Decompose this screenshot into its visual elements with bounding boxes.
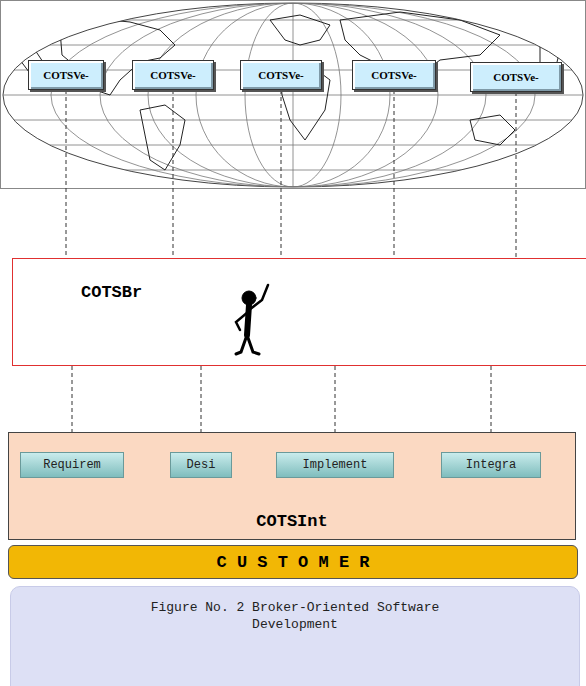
dashed-connector (516, 92, 517, 258)
node-label: COTSBr (81, 283, 142, 302)
phase-box: Implement (276, 452, 394, 478)
node-label: COTSInt (9, 512, 575, 531)
vendor-box: COTSVe- (352, 60, 436, 90)
vendor-box: COTSVe- (132, 60, 214, 90)
dashed-connector (66, 90, 67, 258)
figure-caption: Figure No. 2 Broker-Oriented Software De… (145, 599, 445, 633)
vendor-box: COTSVe- (240, 60, 322, 90)
vendor-box: COTSVe- (470, 62, 562, 92)
node-label: Desi (187, 458, 216, 472)
vendor-box: COTSVe- (28, 60, 104, 90)
phase-box: Desi (170, 452, 232, 478)
caption-box: Figure No. 2 Broker-Oriented Software De… (10, 586, 580, 686)
phase-box: Requirem (20, 452, 124, 478)
node-label: COTSVe- (258, 69, 303, 81)
node-label: COTSVe- (43, 69, 88, 81)
dashed-connector (394, 90, 395, 258)
node-label: COTSVe- (493, 71, 538, 83)
node-label: Requirem (43, 458, 101, 472)
integrator-box: COTSInt Requirem Desi Implement Integra (8, 432, 576, 540)
world-map (0, 0, 586, 190)
broker-region: COTSBr (12, 258, 586, 366)
dashed-connector (281, 90, 282, 258)
dashed-connector (173, 90, 174, 258)
node-label: C U S T O M E R (216, 553, 369, 572)
node-label: Implement (303, 458, 368, 472)
phase-box: Integra (441, 452, 541, 478)
node-label: COTSVe- (150, 69, 195, 81)
customer-band: C U S T O M E R (8, 545, 578, 579)
node-label: Integra (466, 458, 516, 472)
node-label: COTSVe- (371, 69, 416, 81)
